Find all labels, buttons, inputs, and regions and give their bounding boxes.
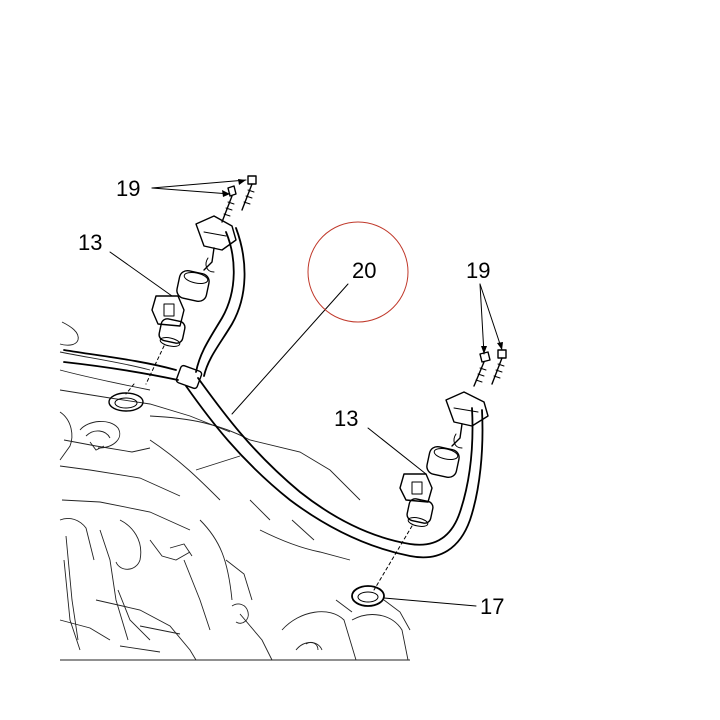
callout-13-left: 13 — [78, 230, 102, 255]
injector-right — [373, 391, 489, 591]
engine-block-outline — [59, 321, 411, 661]
callout-19-right: 19 — [466, 258, 490, 283]
injector-left — [145, 215, 237, 385]
bolts-right — [473, 349, 507, 387]
callout-19-left: 19 — [116, 176, 140, 201]
callout-17: 17 — [480, 594, 504, 619]
callout-13-right: 13 — [334, 406, 358, 431]
highlight-circle — [307, 221, 409, 323]
seal-ring-right — [351, 585, 385, 607]
callout-20: 20 — [352, 258, 376, 283]
seal-ring-left — [108, 383, 144, 412]
leader-lines — [109, 179, 503, 607]
fuel-line-hose — [63, 227, 484, 559]
bolts-left — [221, 175, 257, 223]
